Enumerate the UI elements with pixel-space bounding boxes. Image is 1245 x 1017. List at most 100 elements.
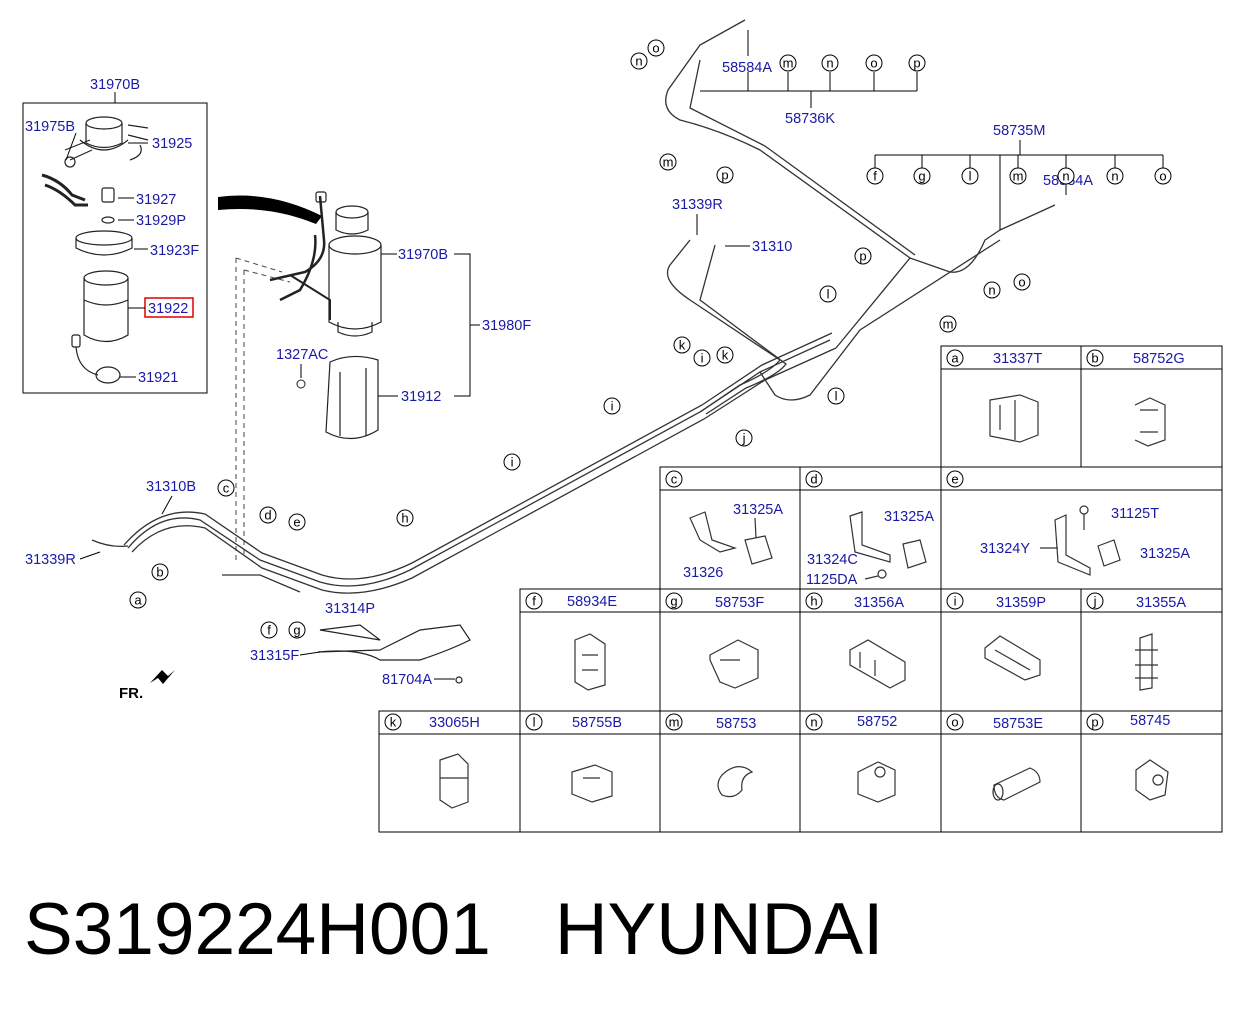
cell-part-33065H: 33065H	[429, 715, 480, 731]
line-label-58584A-top: 58584A	[722, 60, 772, 76]
callout-k-1: k	[679, 338, 686, 353]
callouts: a b c d e f g h i i i j k k l l m m n n …	[129, 39, 1172, 639]
cell-letter-h: h	[810, 594, 817, 609]
part-31929P: 31929P	[136, 213, 186, 229]
bracket-drawing	[325, 355, 379, 440]
filter-head-drawing	[41, 116, 149, 207]
cell-letter-b: b	[1091, 351, 1098, 366]
filter-cartridge-drawing	[83, 270, 129, 343]
callout-l-2: l	[835, 389, 838, 404]
line-label-58736K: 58736K	[785, 111, 835, 127]
callout-m-2: m	[943, 317, 954, 332]
filter-fitting-drawing	[101, 187, 115, 224]
callout-f-tree: f	[873, 169, 877, 184]
callout-m-tree: m	[783, 56, 794, 71]
callout-n-2: n	[988, 283, 995, 298]
cell-letter-k: k	[390, 715, 397, 730]
cell-part-58753: 58753	[716, 716, 756, 732]
cell-letter-c: c	[671, 472, 678, 487]
cell-c-31325A: 31325A	[733, 502, 783, 518]
callout-h: h	[401, 511, 408, 526]
table-row-4: k 33065H l 58755B m 58753 n 58752 o 5875…	[384, 713, 1170, 732]
cell-letter-a: a	[951, 351, 959, 366]
line-label-31315F: 31315F	[250, 648, 299, 664]
cell-letter-g: g	[670, 594, 677, 609]
callout-o-1: o	[652, 41, 659, 56]
cell-part-58745: 58745	[1130, 713, 1170, 729]
callout-o-tree2: o	[1159, 169, 1166, 184]
callout-i-2: i	[611, 399, 614, 414]
part-31923F: 31923F	[150, 243, 199, 259]
line-label-31339R-upper: 31339R	[672, 197, 723, 213]
asm-part-31980F: 31980F	[482, 318, 531, 334]
callout-e: e	[293, 515, 300, 530]
callout-a: a	[134, 593, 142, 608]
callout-k-2: k	[722, 348, 729, 363]
filter-box-title: 31970B	[90, 77, 140, 93]
line-label-31339R-left: 31339R	[25, 552, 76, 568]
cell-letter-d: d	[810, 472, 817, 487]
cell-letter-f: f	[532, 594, 536, 609]
part-31921: 31921	[138, 370, 178, 386]
part-31925: 31925	[152, 136, 192, 152]
callout-n-tree: n	[826, 56, 833, 71]
cell-part-31337T: 31337T	[993, 351, 1042, 367]
line-label-58735M: 58735M	[993, 123, 1045, 139]
cell-letter-i: i	[954, 594, 957, 609]
dashed-guides	[235, 257, 291, 560]
part-31922-highlighted: 31922	[148, 301, 188, 317]
callout-o-2: o	[1018, 275, 1025, 290]
callout-g-tree: g	[918, 169, 925, 184]
footer: S319224H001 HYUNDAI	[24, 888, 1224, 988]
cell-part-58752: 58752	[857, 714, 897, 730]
callout-l-tree: l	[969, 169, 972, 184]
cell-part-58753E: 58753E	[993, 716, 1043, 732]
cell-part-31355A: 31355A	[1136, 595, 1186, 611]
cell-letter-l: l	[533, 715, 536, 730]
callout-n-1: n	[635, 54, 642, 69]
callout-i-1: i	[511, 455, 514, 470]
cell-e-31324Y: 31324Y	[980, 541, 1030, 557]
cell-letter-j: j	[1093, 594, 1097, 609]
cell-d-31325A: 31325A	[884, 509, 934, 525]
line-label-31310B: 31310B	[146, 479, 196, 495]
callout-b: b	[156, 565, 163, 580]
cell-part-58753F: 58753F	[715, 595, 764, 611]
callout-i-3: i	[701, 351, 704, 366]
cell-letter-o: o	[951, 715, 958, 730]
footer-part-number: S319224H001	[24, 889, 491, 970]
callout-m-1: m	[663, 155, 674, 170]
asm-part-1327AC: 1327AC	[276, 347, 328, 363]
under-cover-drawing	[317, 624, 471, 684]
cell-letter-p: p	[1091, 715, 1098, 730]
asm-part-31912: 31912	[401, 389, 441, 405]
table-row-1: a 31337T b 58752G	[946, 349, 1185, 367]
cell-letter-m: m	[669, 715, 680, 730]
front-arrow	[150, 670, 175, 684]
callout-tree-58735M	[874, 140, 1164, 230]
callout-c: c	[223, 481, 230, 496]
line-label-31314P: 31314P	[325, 601, 375, 617]
footer-brand: HYUNDAI	[554, 889, 884, 970]
cell-e-31325A: 31325A	[1140, 546, 1190, 562]
parts-table	[378, 345, 1223, 833]
callout-l-1: l	[827, 287, 830, 302]
callout-j: j	[742, 431, 746, 446]
cell-d-31324C: 31324C	[807, 552, 858, 568]
front-label: FR.	[119, 685, 143, 702]
callout-m-tree2: m	[1013, 169, 1024, 184]
callout-f: f	[267, 623, 271, 638]
filter-sensor-drawing	[71, 334, 121, 384]
cell-c-31326: 31326	[683, 565, 723, 581]
callout-tree-58736K	[700, 30, 918, 108]
part-31927: 31927	[136, 192, 176, 208]
pointer-arrow	[218, 195, 322, 224]
asm-part-31970B: 31970B	[398, 247, 448, 263]
filter-parts-box: 31970B 31975B 31925 31927 31929P	[22, 77, 208, 394]
callout-n-tree2: n	[1111, 169, 1118, 184]
callout-o-tree: o	[870, 56, 877, 71]
callout-p-2: p	[859, 249, 866, 264]
table-part-sketches	[439, 394, 1169, 809]
callout-p-1: p	[721, 168, 728, 183]
